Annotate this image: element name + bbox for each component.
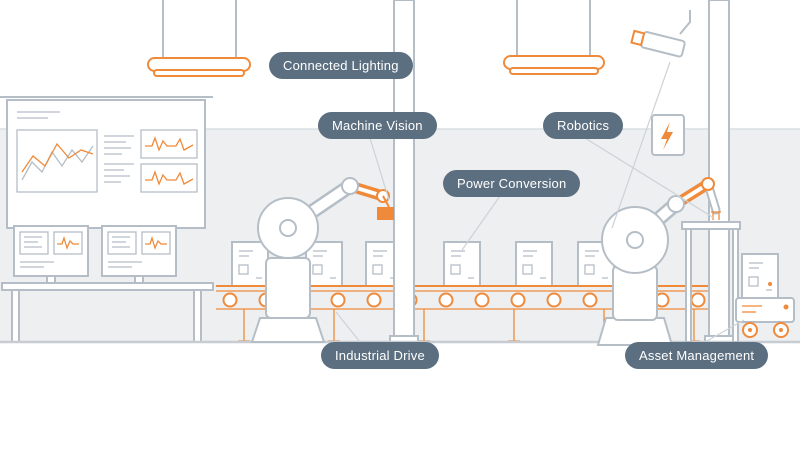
robot-arm-left bbox=[250, 177, 394, 343]
label-power-conversion[interactable]: Power Conversion bbox=[443, 170, 581, 197]
pendant-light-right bbox=[503, 0, 605, 75]
label-robotics[interactable]: Robotics bbox=[543, 112, 624, 139]
label-industrial-drive[interactable]: Industrial Drive bbox=[321, 342, 439, 369]
console-monitor-2 bbox=[101, 225, 177, 284]
console-table bbox=[1, 225, 214, 343]
dashboard-panel bbox=[0, 96, 213, 229]
label-connected-lighting[interactable]: Connected Lighting bbox=[269, 52, 413, 79]
dashboard-text-rows bbox=[104, 135, 134, 183]
lightning-icon bbox=[661, 122, 673, 150]
label-machine-vision[interactable]: Machine Vision bbox=[318, 112, 437, 139]
pillar-right bbox=[704, 0, 734, 345]
gripper-icon bbox=[711, 211, 721, 220]
label-asset-management[interactable]: Asset Management bbox=[625, 342, 769, 369]
picked-part bbox=[377, 207, 394, 220]
pendant-light-left bbox=[147, 0, 251, 77]
agv-cart bbox=[735, 253, 795, 338]
connector-lines bbox=[335, 61, 745, 343]
electrical-panel bbox=[651, 114, 685, 156]
pillar-left bbox=[389, 0, 419, 345]
robot-arm-right bbox=[596, 177, 721, 346]
console-monitor-1 bbox=[13, 225, 89, 284]
security-camera-icon bbox=[630, 10, 691, 58]
